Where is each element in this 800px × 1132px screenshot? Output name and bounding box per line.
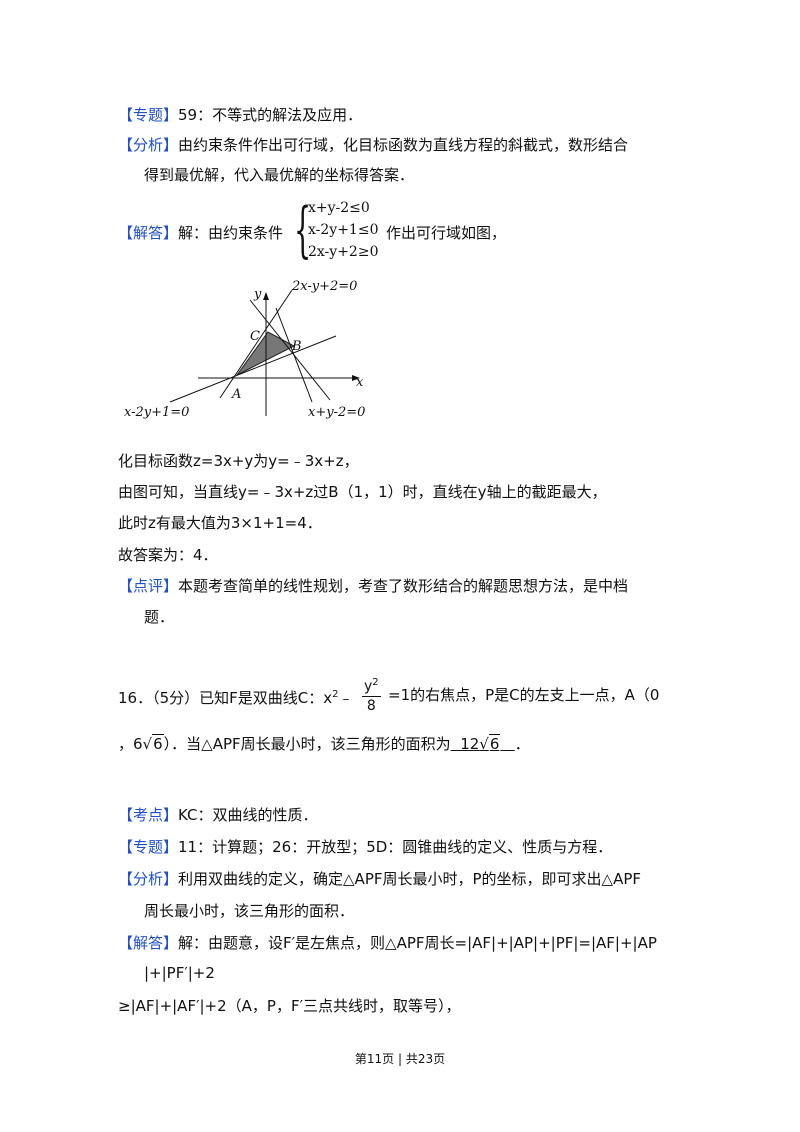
q16-jieda: 【解答】解：由题意，设F′是左焦点，则△APF周长=|AF|+|AP|+|PF|… xyxy=(118,932,657,954)
q16-fenxi-text: 利用双曲线的定义，确定△APF周长最小时，P的坐标，即可求出△APF xyxy=(178,870,642,888)
label-B: B xyxy=(291,339,302,354)
minus-sign: ﹣ xyxy=(338,689,354,707)
answer-coef: 12 xyxy=(460,735,480,753)
q16-stem-pre: 16．（5分）已知F是双曲线C：x xyxy=(118,689,333,707)
answer-sqrt: 6 xyxy=(488,734,501,753)
q16-zhuanti: 【专题】11：计算题；26：开放型；5D：圆锥曲线的定义、性质与方程． xyxy=(118,836,612,858)
q16-fenxi: 【分析】利用双曲线的定义，确定△APF周长最小时，P的坐标，即可求出△APF xyxy=(118,868,641,890)
fenxi-tag: 【分析】 xyxy=(118,136,179,154)
q15-step1: 化目标函数z=3x+y为y=﹣3x+z， xyxy=(118,452,359,470)
label-A: A xyxy=(231,387,241,402)
label-C: C xyxy=(250,329,260,344)
x-axis-arrow xyxy=(352,375,360,381)
q15-step3: 此时z有最大值为3×1+1=4． xyxy=(118,514,322,532)
fenxi-text: 由约束条件作出可行域，化目标函数为直线方程的斜截式，数形结合 xyxy=(178,136,629,154)
q15-dianping-cont: 题． xyxy=(144,608,175,626)
jieda-tag: 【解答】 xyxy=(118,224,179,242)
zhuanti-tag: 【专题】 xyxy=(118,106,179,124)
constraint-3: 2x-y+2≥0 xyxy=(308,244,379,260)
kaodian-text: KC：双曲线的性质． xyxy=(178,806,318,824)
q15-dianping: 【点评】本题考查简单的线性规划，考查了数形结合的解题思想方法，是中档 xyxy=(118,575,628,597)
line-x+y-2 xyxy=(249,299,331,401)
constraint-2: x-2y+1≤0 xyxy=(308,222,379,238)
frac-numerator: y2 xyxy=(362,674,381,697)
brace: { xyxy=(294,195,312,265)
frac-denominator: 8 xyxy=(366,697,376,714)
line-2x-y+2 xyxy=(219,289,293,399)
q16-jieda-cont1: |+|PF′|+2 xyxy=(144,964,215,982)
q16-zhuanti-text: 11：计算题；26：开放型；5D：圆锥曲线的定义、性质与方程． xyxy=(178,838,613,856)
q16-zhuanti-tag: 【专题】 xyxy=(118,838,179,856)
q15-step2: 由图可知，当直线y=﹣3x+z过B（1，1）时，直线在y轴上的截距最大， xyxy=(118,483,607,501)
objective-line xyxy=(275,307,313,403)
q15-answer: 故答案为：4． xyxy=(118,546,218,564)
q15-zhuanti: 【专题】59：不等式的解法及应用． xyxy=(118,104,362,126)
kaodian-tag: 【考点】 xyxy=(118,806,179,824)
q16-stem: 16．（5分）已知F是双曲线C：x2﹣ xyxy=(118,684,354,709)
constraint-system: { x+y-2≤0 x-2y+1≤0 2x-y+2≥0 xyxy=(294,200,414,266)
zhuanti-text: 59：不等式的解法及应用． xyxy=(178,106,363,124)
dianping-text: 本题考查简单的线性规划，考查了数形结合的解题思想方法，是中档 xyxy=(178,577,629,595)
label-line2: x-2y+1=0 xyxy=(124,405,189,420)
label-line3: x+y-2=0 xyxy=(308,405,365,420)
q16-jieda-text: 解：由题意，设F′是左焦点，则△APF周长=|AF|+|AP|+|PF|=|AF… xyxy=(178,934,657,952)
q15-jieda: 【解答】解：由约束条件 xyxy=(118,222,283,244)
q15-fenxi-cont: 得到最优解，代入最优解的坐标得答案． xyxy=(144,166,415,184)
label-line1: 2x-y+2=0 xyxy=(291,279,357,294)
line-x-2y+1 xyxy=(169,335,337,403)
q16-answer: 12√6 xyxy=(460,734,501,753)
frac-num-y: y xyxy=(364,678,373,695)
q16-stem-post: =1的右焦点，P是C的左支上一点，A（0 xyxy=(388,686,660,704)
graph-x-label: x xyxy=(356,375,364,390)
q16-jieda-cont2: ≥|AF|+|AF′|+2（A，P，F′三点共线时，取等号）， xyxy=(118,997,461,1015)
q16-fenxi-cont: 周长最小时，该三角形的面积． xyxy=(144,902,355,920)
q16-line2: ，6√6）．当△APF周长最小时，该三角形的面积为 12√6 ． xyxy=(118,734,530,753)
q16-fenxi-tag: 【分析】 xyxy=(118,870,179,888)
sqrt-6: 6 xyxy=(152,734,164,753)
frac-num-exp: 2 xyxy=(372,677,379,688)
feasible-region-graph: y x 2x-y+2=0 x-2y+1=0 x+y-2=0 A B C xyxy=(124,279,365,420)
fraction-y2-over-8: y2 8 xyxy=(362,674,381,715)
page-footer: 第11页 | 共23页 xyxy=(354,1052,446,1066)
q16-line2-pre: ，6 xyxy=(118,735,143,753)
q16-line2-end: ． xyxy=(514,735,530,753)
q16-kaodian: 【考点】KC：双曲线的性质． xyxy=(118,804,318,826)
jieda-post: 作出可行域如图， xyxy=(386,224,507,242)
y-axis-arrow xyxy=(263,292,269,300)
q16-line2-mid: ）．当△APF周长最小时，该三角形的面积为 xyxy=(163,735,451,753)
dianping-tag: 【点评】 xyxy=(118,577,179,595)
graph-y-label: y xyxy=(253,287,262,302)
q15-fenxi: 【分析】由约束条件作出可行域，化目标函数为直线方程的斜截式，数形结合 xyxy=(118,134,628,156)
constraint-1: x+y-2≤0 xyxy=(308,200,370,216)
x-squared-exp: 2 xyxy=(332,689,339,700)
jieda-pre: 解：由约束条件 xyxy=(178,224,284,242)
q16-jieda-tag: 【解答】 xyxy=(118,934,179,952)
